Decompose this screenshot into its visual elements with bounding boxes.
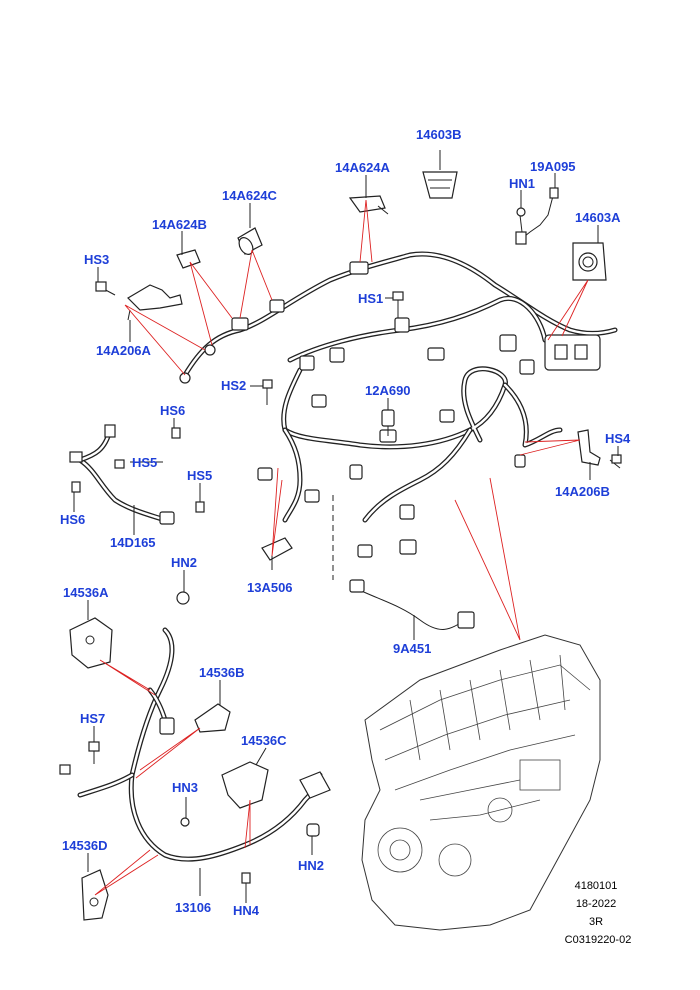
callout-14536d[interactable]: 14536D [62, 838, 108, 853]
callout-hn4[interactable]: HN4 [233, 903, 260, 918]
callout-14a206a[interactable]: 14A206A [96, 343, 152, 358]
reference-revision: 3R [589, 916, 603, 928]
boot-14603b [422, 171, 458, 199]
callout-13106[interactable]: 13106 [175, 900, 211, 915]
callout-hs4[interactable]: HS4 [605, 431, 631, 446]
reference-code: C0319220-02 [565, 934, 632, 946]
callout-14603a[interactable]: 14603A [575, 210, 621, 225]
clip-14a624a [348, 195, 389, 215]
bolt-hs2 [262, 379, 273, 405]
callout-labels: 14603B 14A624A 19A095 HN1 14A624C 14603A… [60, 127, 631, 918]
callout-hs7[interactable]: HS7 [80, 711, 105, 726]
engine-block [361, 634, 601, 931]
callout-14536a[interactable]: 14536A [63, 585, 109, 600]
boot-14603a [572, 242, 607, 281]
bracket-14536a [69, 617, 113, 669]
callout-13a506[interactable]: 13A506 [247, 580, 293, 595]
bracket-14a206b [577, 429, 622, 469]
reference-date: 18-2022 [576, 898, 616, 910]
clip-14a624b [176, 249, 201, 269]
callout-14536b[interactable]: 14536B [199, 665, 245, 680]
sensor-9a451 [332, 495, 475, 630]
callout-14a624b[interactable]: 14A624B [152, 217, 207, 232]
callout-hs6-upper[interactable]: HS6 [160, 403, 185, 418]
bracket-14536c [221, 761, 269, 809]
callout-14536c[interactable]: 14536C [241, 733, 287, 748]
bolt-hs7 [88, 741, 100, 764]
callout-hn3[interactable]: HN3 [172, 780, 198, 795]
callout-19a095[interactable]: 19A095 [530, 159, 576, 174]
callout-14603b[interactable]: 14603B [416, 127, 462, 142]
callout-14a206b[interactable]: 14A206B [555, 484, 610, 499]
reference-block: 4180101 18-2022 3R C0319220-02 [565, 880, 632, 946]
callout-14a624c[interactable]: 14A624C [222, 188, 278, 203]
callout-hs5-right[interactable]: HS5 [187, 468, 212, 483]
red-pointer-lines [94, 199, 589, 896]
callout-hn1[interactable]: HN1 [509, 176, 535, 191]
callout-14a624a[interactable]: 14A624A [335, 160, 391, 175]
bracket-14536b [194, 703, 231, 733]
callout-hn2-upper[interactable]: HN2 [171, 555, 197, 570]
callout-9a451[interactable]: 9A451 [393, 641, 431, 656]
battery-harness-13106 [59, 591, 331, 884]
callout-14d165[interactable]: 14D165 [110, 535, 156, 550]
sleeve-13a506 [261, 537, 293, 561]
bolt-hs1 [392, 291, 404, 318]
ground-strap-14d165 [69, 424, 205, 525]
callout-hs1[interactable]: HS1 [358, 291, 383, 306]
callout-12a690[interactable]: 12A690 [365, 383, 411, 398]
callout-hs6-lower[interactable]: HS6 [60, 512, 85, 527]
reference-number: 4180101 [575, 880, 618, 892]
bracket-14a206a [95, 281, 183, 321]
callout-hs2[interactable]: HS2 [221, 378, 246, 393]
sleeve-14a624c [237, 227, 263, 255]
leader-lines [73, 150, 619, 903]
callout-hs3[interactable]: HS3 [84, 252, 109, 267]
callout-hn2-lower[interactable]: HN2 [298, 858, 324, 873]
engine-harness [179, 251, 618, 558]
callout-hs5-left[interactable]: HS5 [132, 455, 157, 470]
sensor-19a095 [515, 187, 559, 245]
